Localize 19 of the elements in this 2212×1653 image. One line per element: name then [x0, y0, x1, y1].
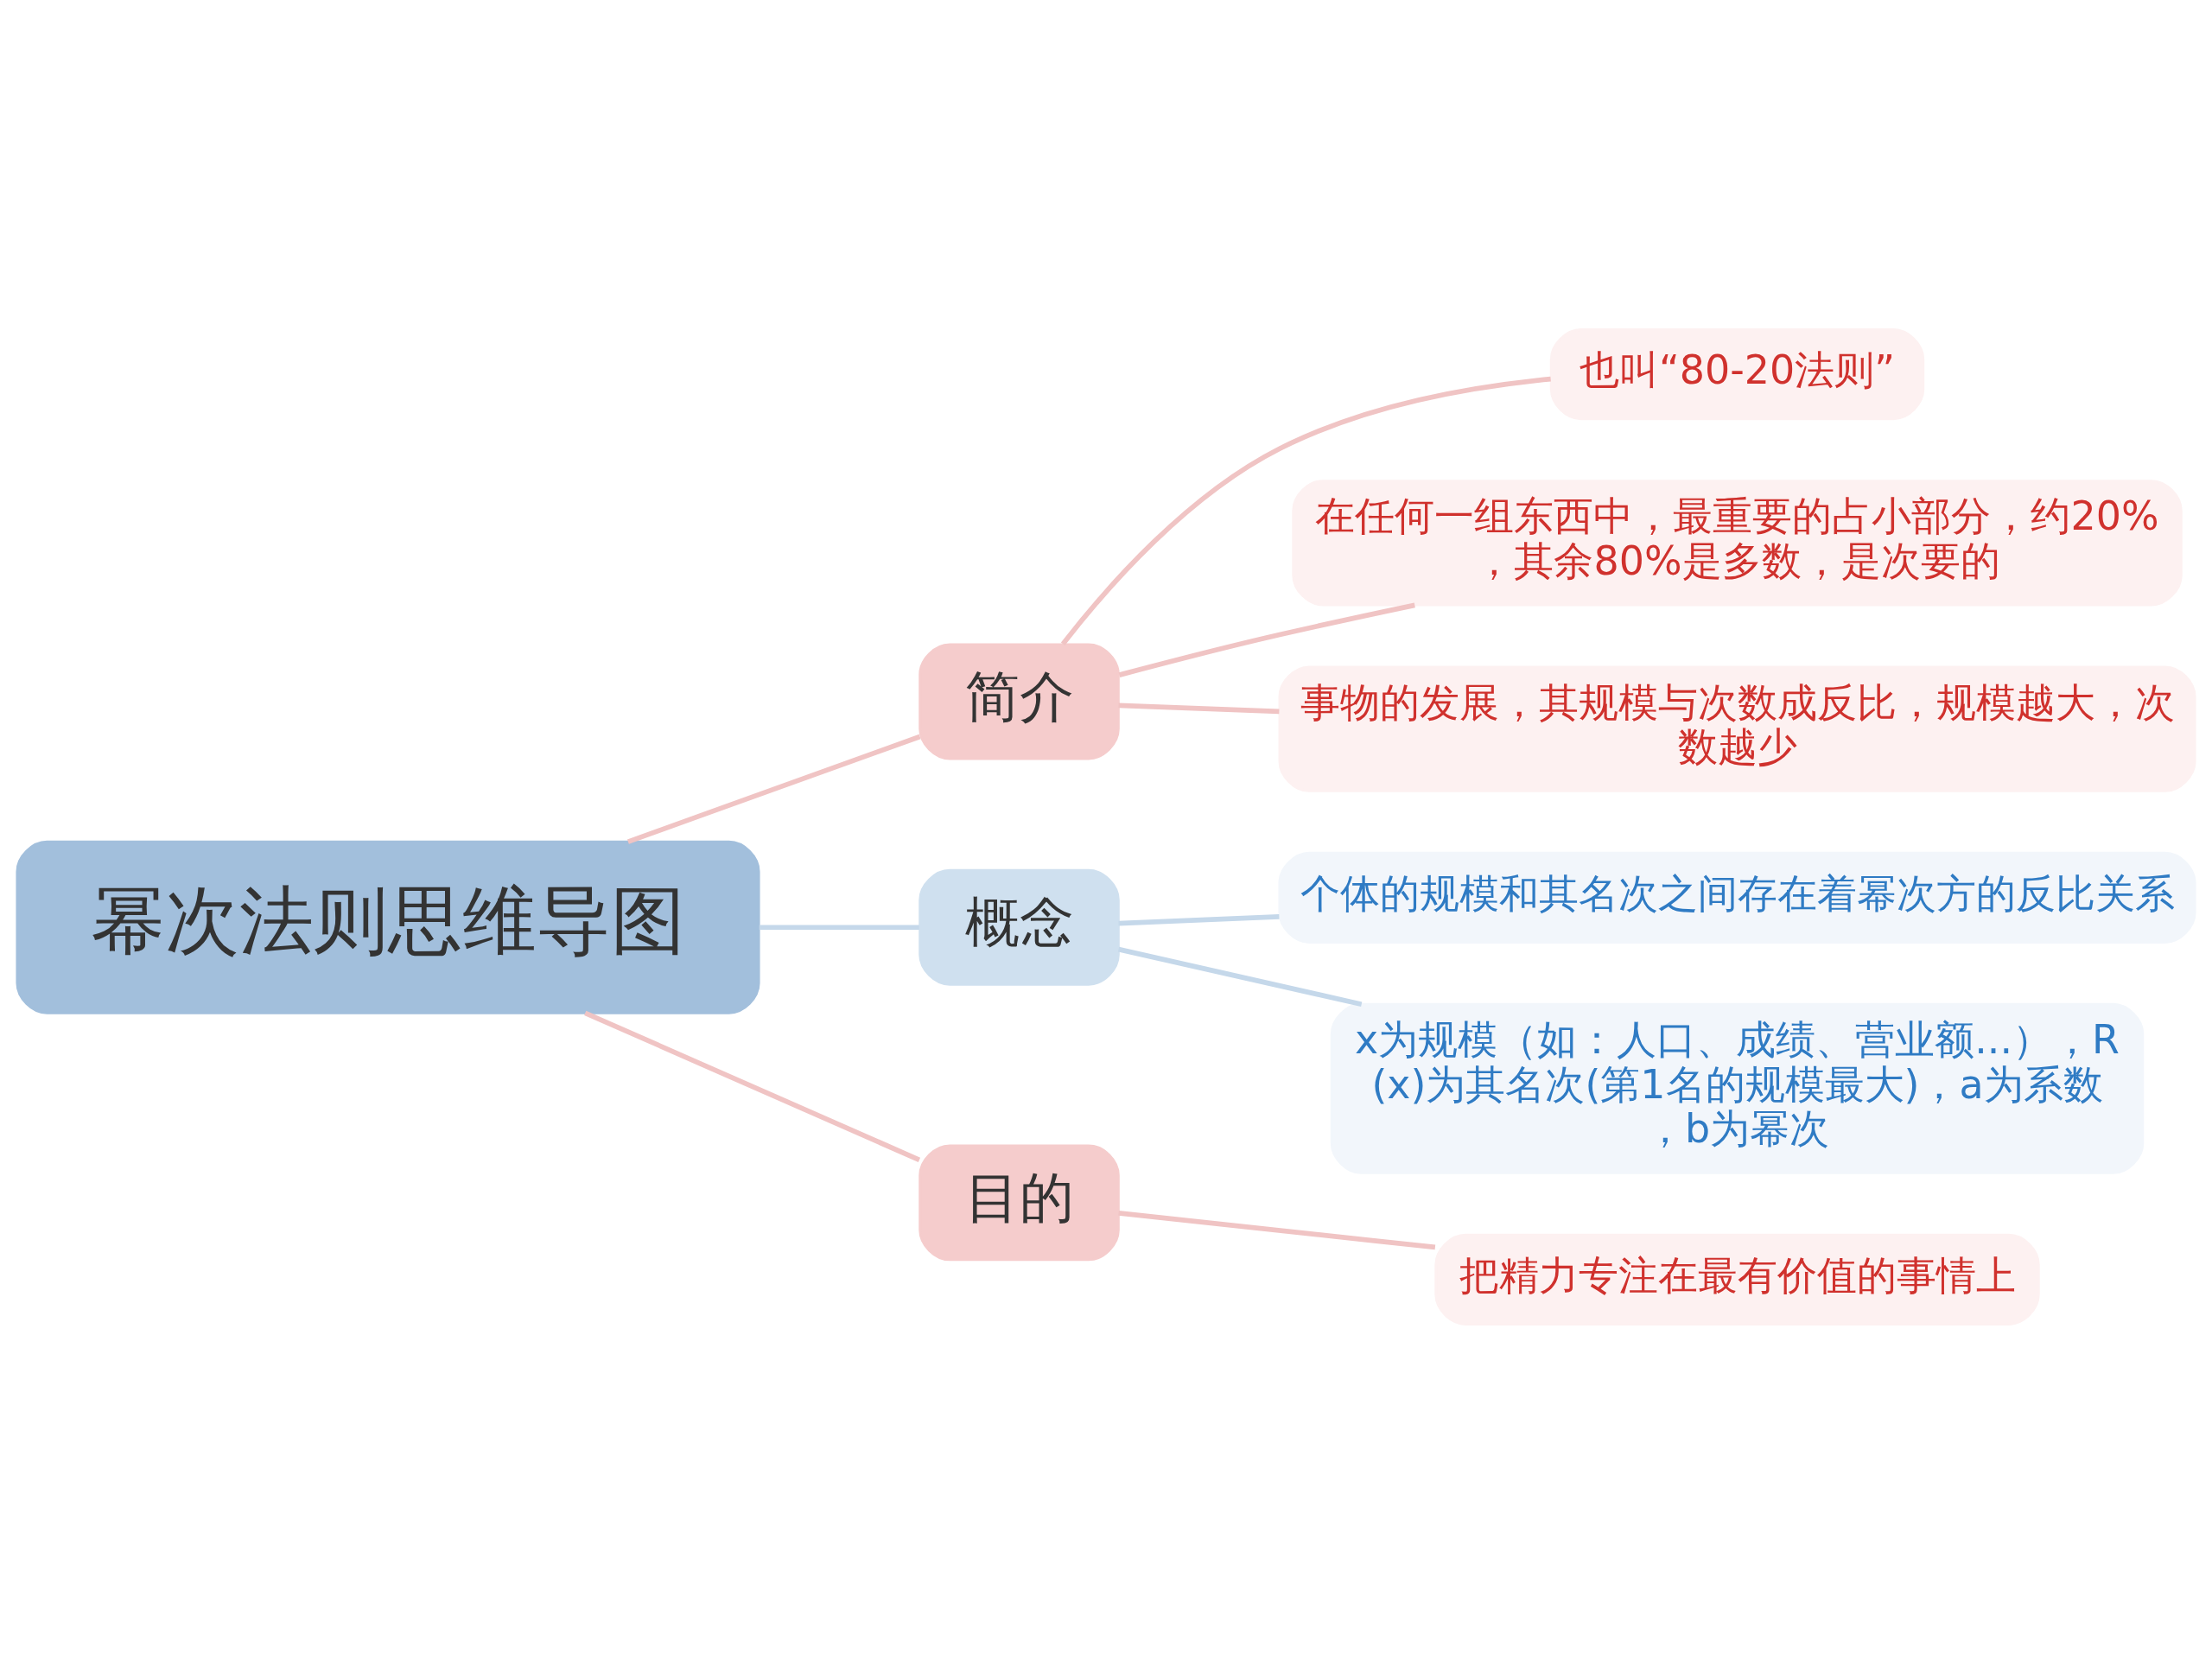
node-box: 在任何一组东西中，最重要的占小部分，约20%，其余80%是多数，是次要的	[1292, 479, 2183, 607]
connector	[1060, 376, 1551, 645]
node-box: 幂次法则思维导图	[16, 840, 760, 1014]
node-box: 也叫“80-20法则”	[1549, 327, 1925, 420]
node-box: 事物的发展，其规模与次数成反比，规模越大，次数越少	[1278, 664, 2196, 792]
node-box: 概念	[918, 868, 1120, 986]
connector	[584, 1010, 921, 1162]
connector	[626, 734, 921, 844]
node-box: 目的	[918, 1143, 1120, 1261]
connector	[1118, 602, 1415, 677]
connector	[1118, 1210, 1436, 1249]
node-box: 把精力专注在最有价值的事情上	[1434, 1233, 2040, 1326]
connector	[1118, 913, 1280, 925]
node-box: 简介	[918, 643, 1120, 760]
connector	[1117, 946, 1363, 1007]
connector	[1118, 702, 1280, 714]
node-box: 个体的规模和其名次之间存在着幂次方的反比关系	[1278, 851, 2196, 944]
connector	[759, 924, 919, 930]
node-box: x为规模（如：人口、成绩、营业额...），R(x)为其名次(第1名的规模最大)，a为系数，b为幂次	[1330, 1002, 2145, 1174]
